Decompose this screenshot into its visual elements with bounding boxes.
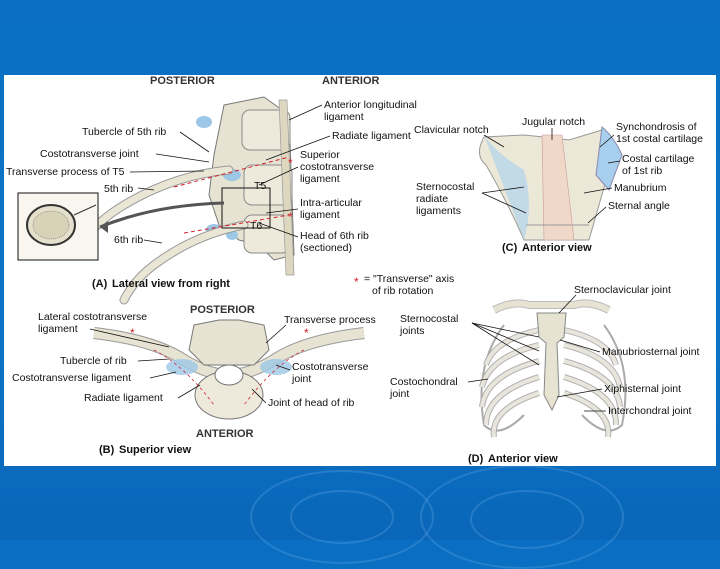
label-costal-cartilage-1: Costal cartilage <box>622 153 695 165</box>
label-anterior-longitudinal-ligament-1: Anterior longitudinal <box>324 99 417 111</box>
label-synchondrosis-2: 1st costal cartilage <box>616 133 703 145</box>
label-costochondral-joint-2: joint <box>389 388 409 400</box>
label-costochondral-joint-1: Costochondral <box>390 376 458 388</box>
figure-panel: POSTERIOR ANTERIOR * * <box>4 75 716 466</box>
panel-b-anterior-header: ANTERIOR <box>196 428 254 440</box>
background-ripple <box>290 490 394 544</box>
label-synchondrosis-1: Synchondrosis of <box>616 121 697 133</box>
label-costotransverse-joint-b-2: joint <box>291 373 311 385</box>
label-sternoclavicular-joint: Sternoclavicular joint <box>574 284 671 296</box>
label-head-6th-rib-2: (sectioned) <box>300 242 352 254</box>
label-intra-articular-2: ligament <box>300 209 340 221</box>
label-costotransverse-joint: Costotransverse joint <box>40 148 139 160</box>
label-superior-costotransverse-2: costotransverse <box>300 161 374 173</box>
axis-note-line-1: = "Transverse" axis <box>364 273 454 285</box>
panel-d-anterior-view: Sternoclavicular joint Sternocostal join… <box>389 284 700 465</box>
label-t5: T5 <box>254 180 266 192</box>
panel-a-lateral-view: POSTERIOR ANTERIOR * * <box>6 75 454 305</box>
label-t6: T6 <box>250 220 262 232</box>
label-anterior-longitudinal-ligament-2: ligament <box>324 111 364 123</box>
panel-a-caption: Lateral view from right <box>112 278 230 290</box>
panel-a-caption-letter: (A) <box>92 278 108 290</box>
anatomy-figure: POSTERIOR ANTERIOR * * <box>6 75 703 465</box>
label-intra-articular-1: Intra-articular <box>300 197 362 209</box>
panel-b-posterior-header: POSTERIOR <box>190 304 255 316</box>
background-ripple <box>470 490 584 549</box>
panel-b-caption-letter: (B) <box>99 444 115 456</box>
label-clavicular-notch: Clavicular notch <box>414 124 489 136</box>
svg-text:*: * <box>288 156 293 170</box>
panel-d-caption: Anterior view <box>488 453 558 465</box>
axis-legend-star: * <box>354 275 359 289</box>
label-jugular-notch: Jugular notch <box>522 116 585 128</box>
rib-cage-illustration <box>479 299 627 438</box>
panel-c-caption: Anterior view <box>522 242 592 254</box>
label-lateral-costotransverse-2: ligament <box>38 323 78 335</box>
label-costotransverse-joint-b-1: Costotransverse <box>292 361 369 373</box>
label-transverse-process: Transverse process <box>284 314 376 326</box>
label-costotransverse-ligament: Costotransverse ligament <box>12 372 131 384</box>
panel-c-caption-letter: (C) <box>502 242 518 254</box>
label-5th-rib: 5th rib <box>104 183 133 195</box>
label-tubercle-of-rib: Tubercle of rib <box>60 355 127 367</box>
label-sternocostal-joints-2: joints <box>399 325 425 337</box>
label-sternal-angle: Sternal angle <box>608 200 670 212</box>
label-manubrium: Manubrium <box>614 182 667 194</box>
inset-magnified-section <box>17 192 225 261</box>
svg-text:*: * <box>304 326 309 340</box>
label-transverse-process-t5: Transverse process of T5 <box>6 166 125 178</box>
label-radiate-ligament: Radiate ligament <box>332 130 411 142</box>
panel-d-caption-letter: (D) <box>468 453 484 465</box>
panel-a-posterior-header: POSTERIOR <box>150 75 215 87</box>
label-6th-rib: 6th rib <box>114 234 143 246</box>
label-radiate-ligament-b: Radiate ligament <box>84 392 163 404</box>
panel-a-anterior-header: ANTERIOR <box>322 75 380 87</box>
panel-c-anterior-view: Clavicular notch Jugular notch Synchondr… <box>414 116 703 254</box>
axis-note-line-2: of rib rotation <box>372 285 433 297</box>
manubrium-illustration <box>479 126 623 241</box>
label-tubercle-5th-rib: Tubercle of 5th rib <box>82 126 166 138</box>
label-joint-of-head-of-rib: Joint of head of rib <box>268 397 355 409</box>
label-sternocostal-radiate-2: radiate <box>416 193 448 205</box>
svg-text:*: * <box>288 210 293 224</box>
label-costal-cartilage-2: of 1st rib <box>622 165 662 177</box>
label-head-6th-rib-1: Head of 6th rib <box>300 230 369 242</box>
label-manubriosternal-joint: Manubriosternal joint <box>602 346 700 358</box>
label-sternocostal-joints-1: Sternocostal <box>400 313 458 325</box>
label-interchondral-joint: Interchondral joint <box>608 405 692 417</box>
label-xiphisternal-joint: Xiphisternal joint <box>604 383 681 395</box>
label-superior-costotransverse-1: Superior <box>300 149 340 161</box>
label-sternocostal-radiate-3: ligaments <box>416 205 461 217</box>
label-sternocostal-radiate-1: Sternocostal <box>416 181 474 193</box>
label-superior-costotransverse-3: ligament <box>300 173 340 185</box>
label-lateral-costotransverse-1: Lateral costotransverse <box>38 311 147 323</box>
svg-text:*: * <box>130 326 135 340</box>
vertebra-superior-illustration: * * <box>93 319 365 420</box>
panel-b-caption: Superior view <box>119 444 192 456</box>
panel-b-superior-view: POSTERIOR ANTERIOR * * Lateral costotran… <box>12 304 376 456</box>
vertebral-column-illustration: * * <box>79 96 295 305</box>
